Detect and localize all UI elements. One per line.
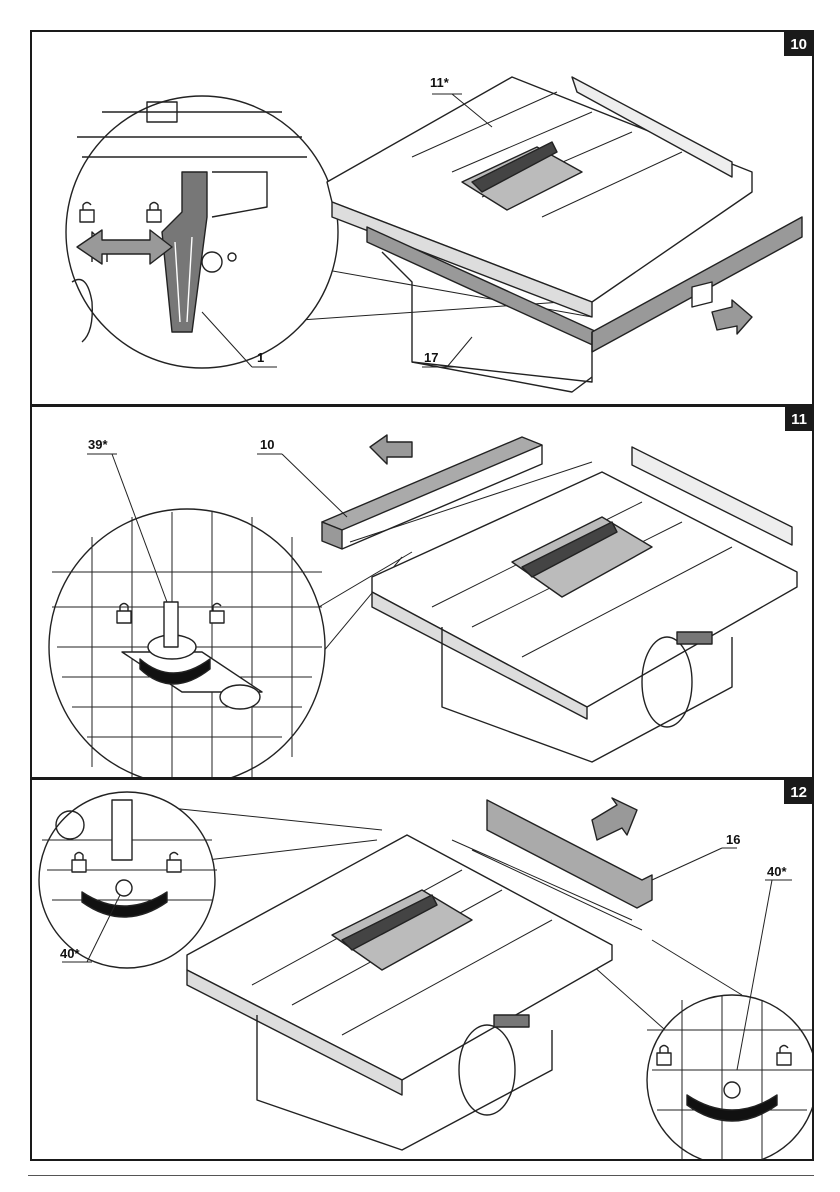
label-part-11: 11* [430, 75, 449, 90]
label-part-40-right: 40* [767, 864, 787, 879]
figure-11-illustration [32, 407, 814, 779]
figure-12-illustration [32, 780, 814, 1161]
page-bottom-rule [28, 1175, 814, 1176]
figure-12-panel: 12 [30, 778, 814, 1161]
label-part-40-left: 40* [60, 946, 80, 961]
label-part-1: 1 [257, 350, 264, 365]
label-part-16: 16 [726, 832, 740, 847]
figure-10-illustration [32, 32, 814, 406]
label-part-39: 39* [88, 437, 108, 452]
figure-10-panel: 10 [30, 30, 814, 406]
label-part-10: 10 [260, 437, 274, 452]
figure-11-panel: 11 [30, 405, 814, 779]
label-part-17: 17 [424, 350, 438, 365]
